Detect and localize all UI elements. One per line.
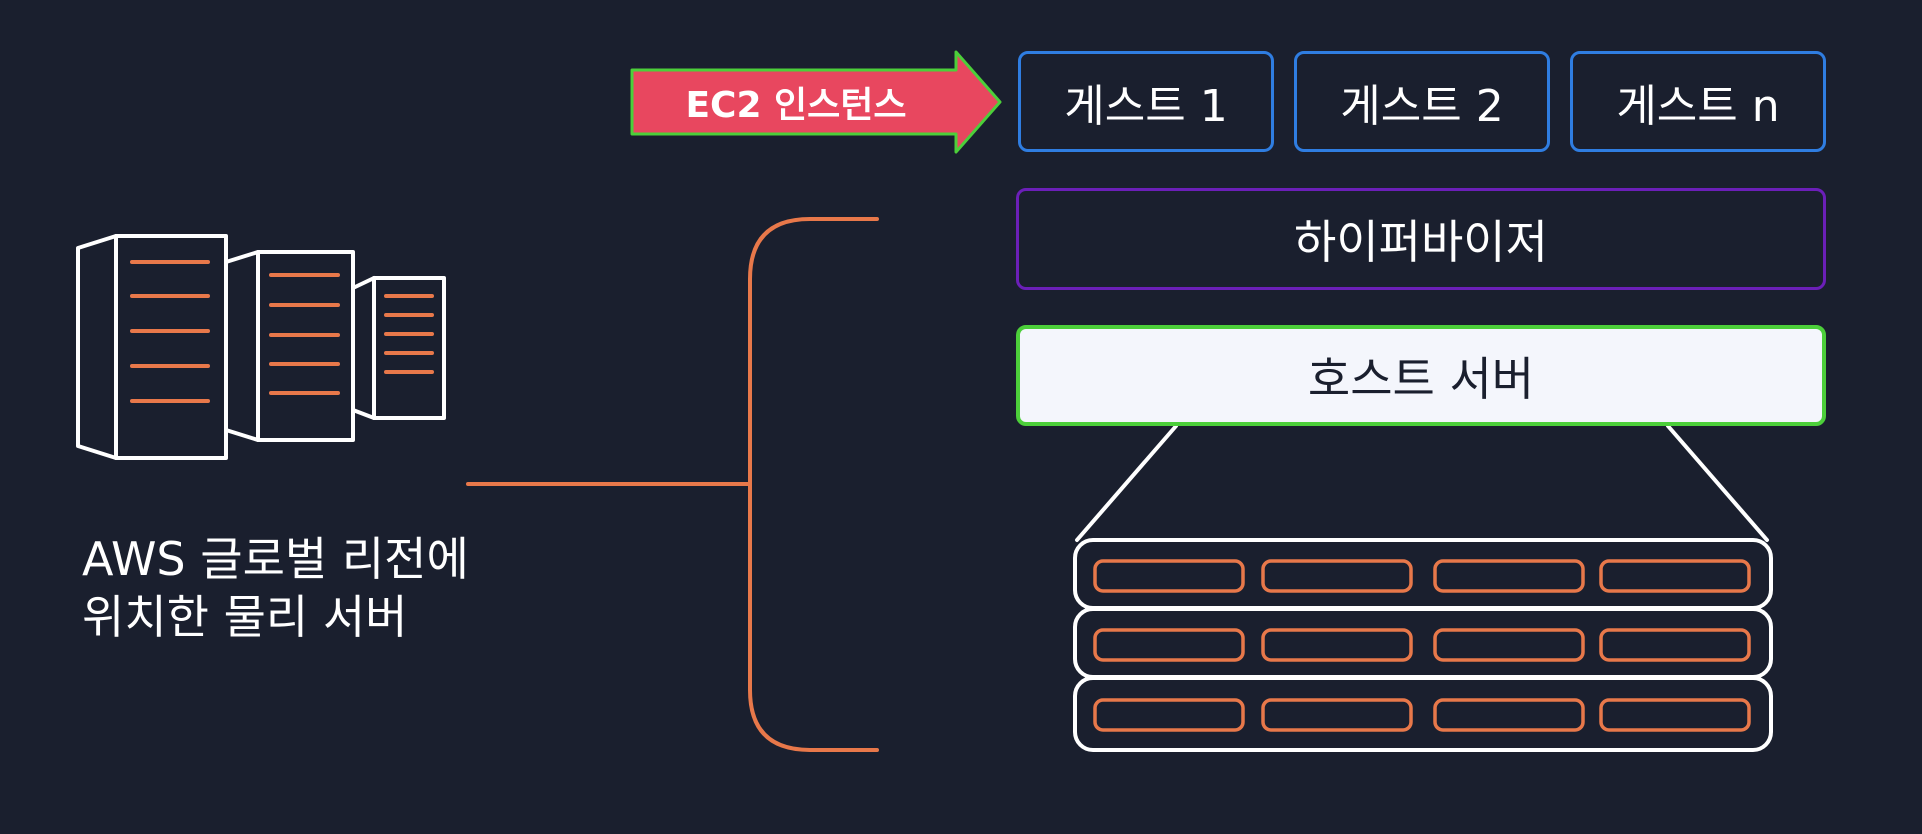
- server-rack-icon: [1073, 538, 1773, 752]
- server-building-icon: [76, 234, 446, 460]
- host-server-box: 호스트 서버: [1016, 325, 1826, 426]
- host-rack-connector-lines: [1075, 424, 1769, 542]
- server-building-vents: [130, 260, 434, 403]
- ec2-instance-label: EC2 인스턴스: [685, 85, 907, 126]
- hypervisor-box: 하이퍼바이저: [1016, 188, 1826, 290]
- rack-unit: [1073, 607, 1773, 679]
- brace-connector: [466, 217, 879, 752]
- ec2-instance-arrow: [630, 50, 1002, 154]
- physical-server-caption: AWS 글로벌 리전에 위치한 물리 서버: [82, 532, 469, 644]
- rack-unit: [1073, 538, 1773, 610]
- rack-unit: [1073, 676, 1773, 752]
- guest-box-n: 게스트 n: [1570, 51, 1826, 152]
- guest-box-1: 게스트 1: [1018, 51, 1274, 152]
- guest-box-2: 게스트 2: [1294, 51, 1550, 152]
